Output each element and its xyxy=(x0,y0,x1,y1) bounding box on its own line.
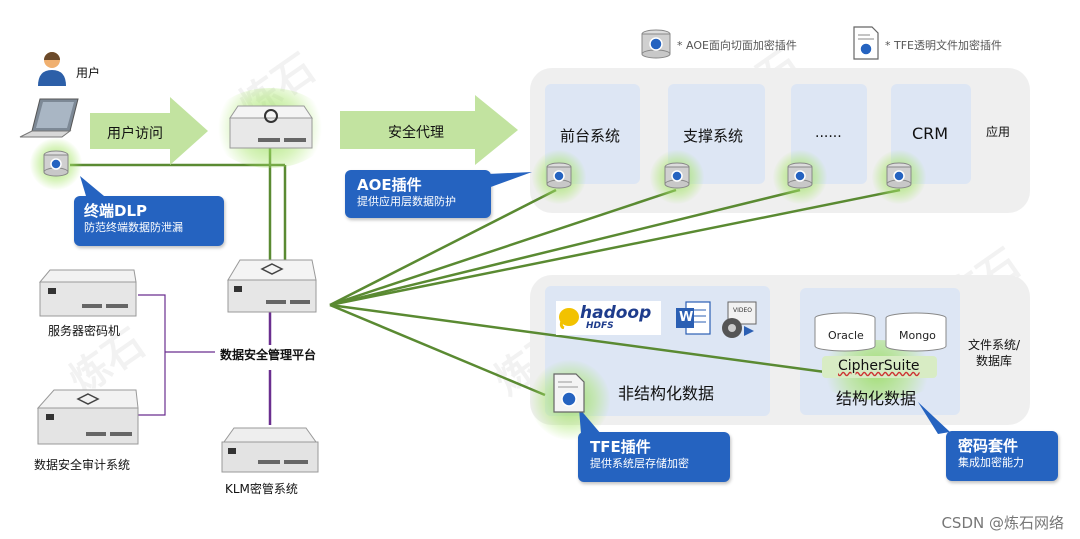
aoe-plugin-icon xyxy=(664,162,690,189)
security-proxy-arrow xyxy=(340,95,518,165)
link-line xyxy=(329,303,826,374)
user-access-label: 用户访问 xyxy=(107,126,163,142)
callout-title: 密码套件 xyxy=(958,437,1019,455)
link-line xyxy=(329,303,546,397)
footer-credit: CSDN @炼石网络 xyxy=(941,514,1064,532)
ciphersuite-bar xyxy=(822,356,937,378)
callout-dlp: 终端DLP 防范终端数据防泄漏 xyxy=(74,196,224,246)
callout-aoe: AOE插件 提供应用层数据防护 xyxy=(345,170,491,218)
aoe-plugin-icon xyxy=(886,162,912,189)
unstructured-label: 非结构化数据 xyxy=(618,384,715,403)
platform-label: 数据安全管理平台 xyxy=(220,348,317,362)
callout-title: 终端DLP xyxy=(84,202,148,220)
callout-subtitle: 防范终端数据防泄漏 xyxy=(84,221,183,234)
callout-title: TFE插件 xyxy=(590,438,651,456)
platform-device-icon xyxy=(227,259,317,313)
purple-line xyxy=(138,294,166,416)
legend-aoe: * AOE面向切面加密插件 xyxy=(677,39,797,52)
app-panel-label: 应用 xyxy=(986,125,1011,139)
legend-tfe: * TFE透明文件加密插件 xyxy=(885,39,1002,52)
hadoop-logo: hadoop HDFS xyxy=(556,301,661,335)
callout-subtitle: 集成加密能力 xyxy=(958,456,1024,469)
system-label-more: ...... xyxy=(815,125,842,141)
callout-pointer xyxy=(80,176,104,196)
oracle-cylinder-icon xyxy=(814,312,876,352)
hdfs-text: HDFS xyxy=(586,321,614,331)
link-line xyxy=(329,188,557,307)
structured-label: 结构化数据 xyxy=(836,389,917,408)
aoe-plugin-icon xyxy=(787,162,813,189)
system-label-frontend: 前台系统 xyxy=(560,127,621,145)
server-crypto-device-icon xyxy=(38,269,137,317)
link-line xyxy=(329,188,677,307)
callout-pointer xyxy=(579,408,601,434)
mongo-label: Mongo xyxy=(899,329,936,342)
ciphersuite-label: CipherSuite xyxy=(838,358,920,374)
user-icon xyxy=(38,52,66,86)
callout-subtitle: 提供应用层数据防护 xyxy=(357,195,456,208)
oracle-db: Oracle xyxy=(813,312,877,352)
elephant-icon xyxy=(559,308,579,329)
gateway-device-icon xyxy=(229,105,313,149)
video-icon: VIDEO xyxy=(720,298,760,340)
klm-label: KLM密管系统 xyxy=(225,482,298,496)
mongo-db: Mongo xyxy=(884,312,948,352)
hadoop-text: hadoop xyxy=(580,303,652,323)
word-letter: W xyxy=(679,310,694,325)
audit-device-icon xyxy=(36,389,139,445)
user-label: 用户 xyxy=(76,66,101,80)
audit-label: 数据安全审计系统 xyxy=(34,458,131,472)
aoe-plugin-icon xyxy=(43,150,69,177)
aoe-plugin-icon xyxy=(546,162,572,189)
server-crypto-label: 服务器密码机 xyxy=(48,324,121,338)
callout-subtitle: 提供系统层存储加密 xyxy=(590,457,689,470)
oracle-label: Oracle xyxy=(828,329,864,342)
klm-device-icon xyxy=(221,427,319,473)
video-text: VIDEO xyxy=(733,307,753,314)
storage-panel-label-line1: 文件系统/ xyxy=(968,338,1021,352)
laptop-icon xyxy=(19,98,79,138)
tfe-plugin-icon xyxy=(553,373,585,413)
link-line xyxy=(329,188,901,307)
system-label-support: 支撑系统 xyxy=(683,127,744,145)
system-label-crm: CRM xyxy=(912,124,949,143)
callout-title: AOE插件 xyxy=(357,176,422,194)
word-icon: W xyxy=(674,300,712,336)
callout-cipher: 密码套件 集成加密能力 xyxy=(946,431,1058,481)
callout-pointer xyxy=(918,402,950,434)
storage-panel-label-line2: 数据库 xyxy=(976,354,1013,368)
security-proxy-label: 安全代理 xyxy=(388,125,444,141)
link-line xyxy=(329,188,801,307)
user-access-arrow xyxy=(90,97,208,165)
mongo-cylinder-icon xyxy=(885,312,947,352)
word-doc-icon xyxy=(676,301,711,335)
document-icon xyxy=(853,26,879,60)
callout-pointer xyxy=(488,172,532,188)
film-icon xyxy=(722,301,757,338)
gear-db-icon xyxy=(641,29,671,59)
callout-tfe: TFE插件 提供系统层存储加密 xyxy=(578,432,730,482)
